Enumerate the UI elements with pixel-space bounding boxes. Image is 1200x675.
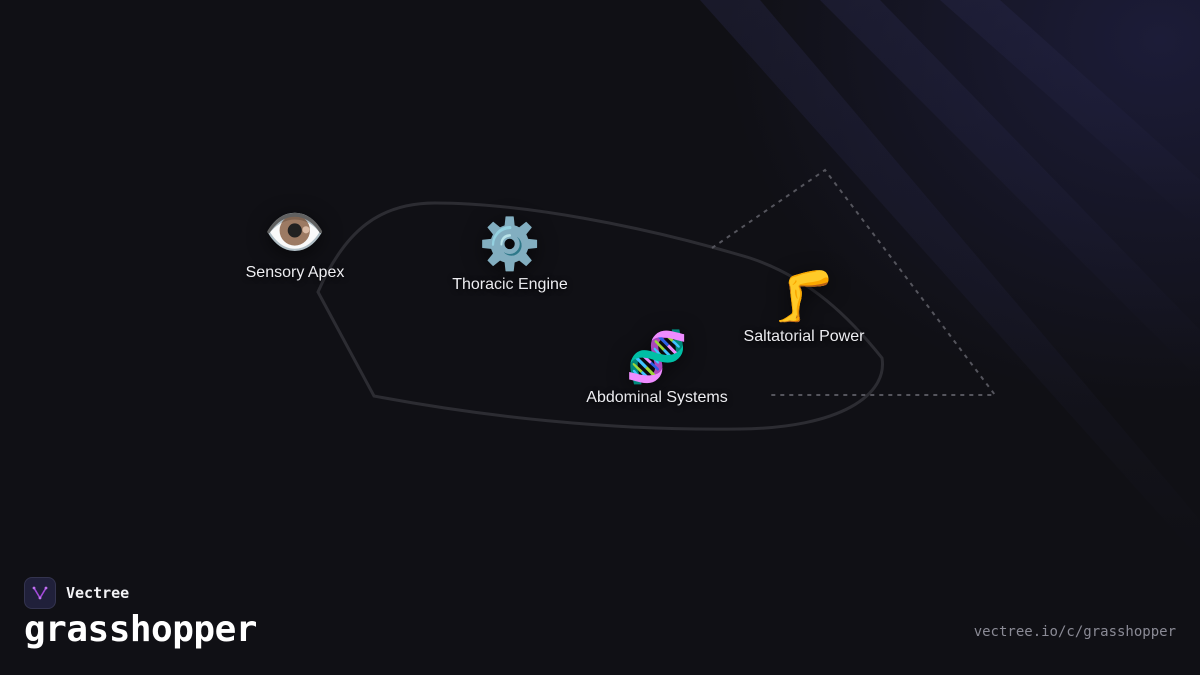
node-thoracic-engine[interactable]: ⚙️ Thoracic Engine — [410, 214, 610, 294]
leg-icon: 🦵 — [772, 268, 836, 324]
brand: Vectree — [24, 577, 129, 609]
body-outline — [316, 201, 884, 431]
node-label: Abdominal Systems — [586, 389, 728, 406]
brand-name: Vectree — [66, 584, 130, 602]
node-saltatorial-power[interactable]: 🦵 Saltatorial Power — [704, 266, 904, 346]
page-title: grasshopper — [24, 609, 257, 650]
node-label: Thoracic Engine — [452, 276, 568, 293]
eye-icon: 👁️ — [263, 204, 327, 260]
page-url-link[interactable]: vectree.io/c/grasshopper — [973, 624, 1176, 640]
node-label: Sensory Apex — [245, 264, 345, 281]
node-abdominal-systems[interactable]: 🧬 Abdominal Systems — [557, 327, 757, 407]
node-sensory-apex[interactable]: 👁️ Sensory Apex — [195, 202, 395, 282]
gear-icon: ⚙️ — [478, 216, 542, 272]
vectree-logo-icon — [24, 577, 56, 609]
node-label: Saltatorial Power — [743, 328, 865, 345]
dna-icon: 🧬 — [625, 329, 689, 385]
leg-dashed-outline — [711, 168, 998, 396]
